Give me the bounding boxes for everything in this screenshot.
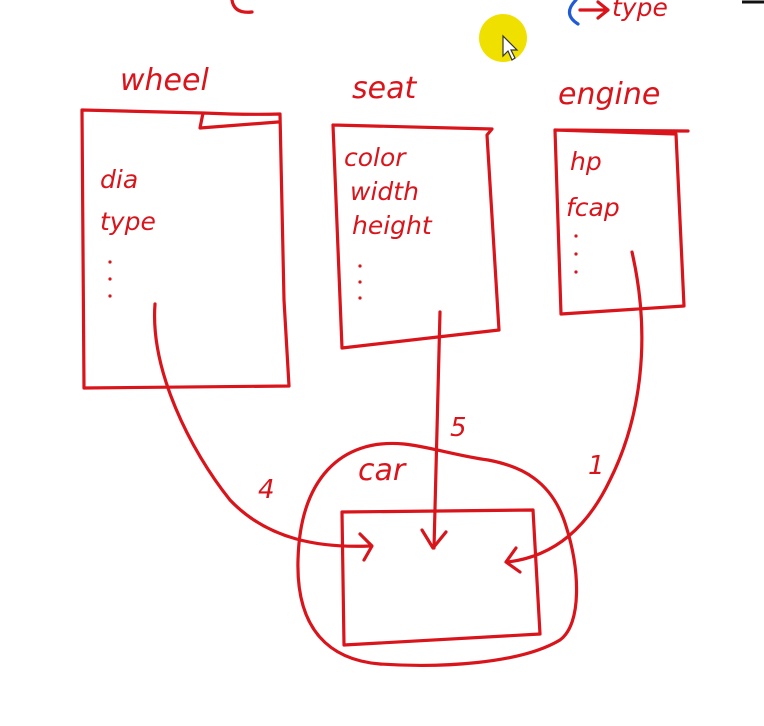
wheel-field: dia: [100, 165, 138, 194]
wheel-ellipsis: [108, 260, 112, 298]
wheel-box: wheel dia type: [80, 63, 291, 390]
seat-ellipsis: [358, 264, 362, 300]
engine-field: fcap: [566, 193, 620, 222]
top-right-arrow: [578, 0, 610, 20]
wheel-box-outline: [80, 108, 291, 390]
seat-field: height: [352, 211, 433, 240]
top-left-fragment: [230, 0, 254, 14]
seat-box-outline: [331, 123, 501, 350]
arrow-wheel-to-car: 4: [152, 302, 374, 562]
engine-box: engine hp fcap: [553, 77, 690, 316]
arrowhead: [504, 546, 522, 574]
engine-title: engine: [558, 77, 660, 112]
arrow-label: 1: [588, 451, 605, 481]
car-composition-circle: [296, 441, 579, 667]
arrow-seat-to-car: 5: [420, 310, 467, 550]
top-right-bracket: [567, 0, 580, 26]
wheel-field: type: [100, 207, 156, 236]
mouse-pointer-icon: [502, 34, 519, 61]
arrow-label: 4: [258, 475, 275, 505]
arrow-engine-to-car: 1: [504, 250, 644, 574]
seat-title: seat: [352, 71, 417, 106]
arrow-label: 5: [450, 413, 467, 443]
seat-field: color: [344, 143, 407, 172]
seat-box: seat color width height: [331, 71, 501, 350]
arrow-wheel-to-car-line: [152, 302, 372, 548]
car-group: car: [296, 441, 579, 667]
car-title: car: [358, 453, 407, 488]
arrow-engine-to-car-line: [506, 250, 644, 564]
arrow-seat-to-car-line: [432, 310, 442, 550]
engine-ellipsis: [574, 234, 578, 274]
engine-box-outline: [553, 128, 690, 316]
wheel-title: wheel: [120, 63, 209, 98]
arrowhead: [420, 528, 448, 550]
seat-field: width: [350, 177, 419, 206]
arrowhead: [358, 532, 374, 562]
top-fragment-text: type: [612, 0, 668, 22]
engine-field: hp: [570, 147, 602, 176]
car-box-outline: [340, 508, 542, 647]
